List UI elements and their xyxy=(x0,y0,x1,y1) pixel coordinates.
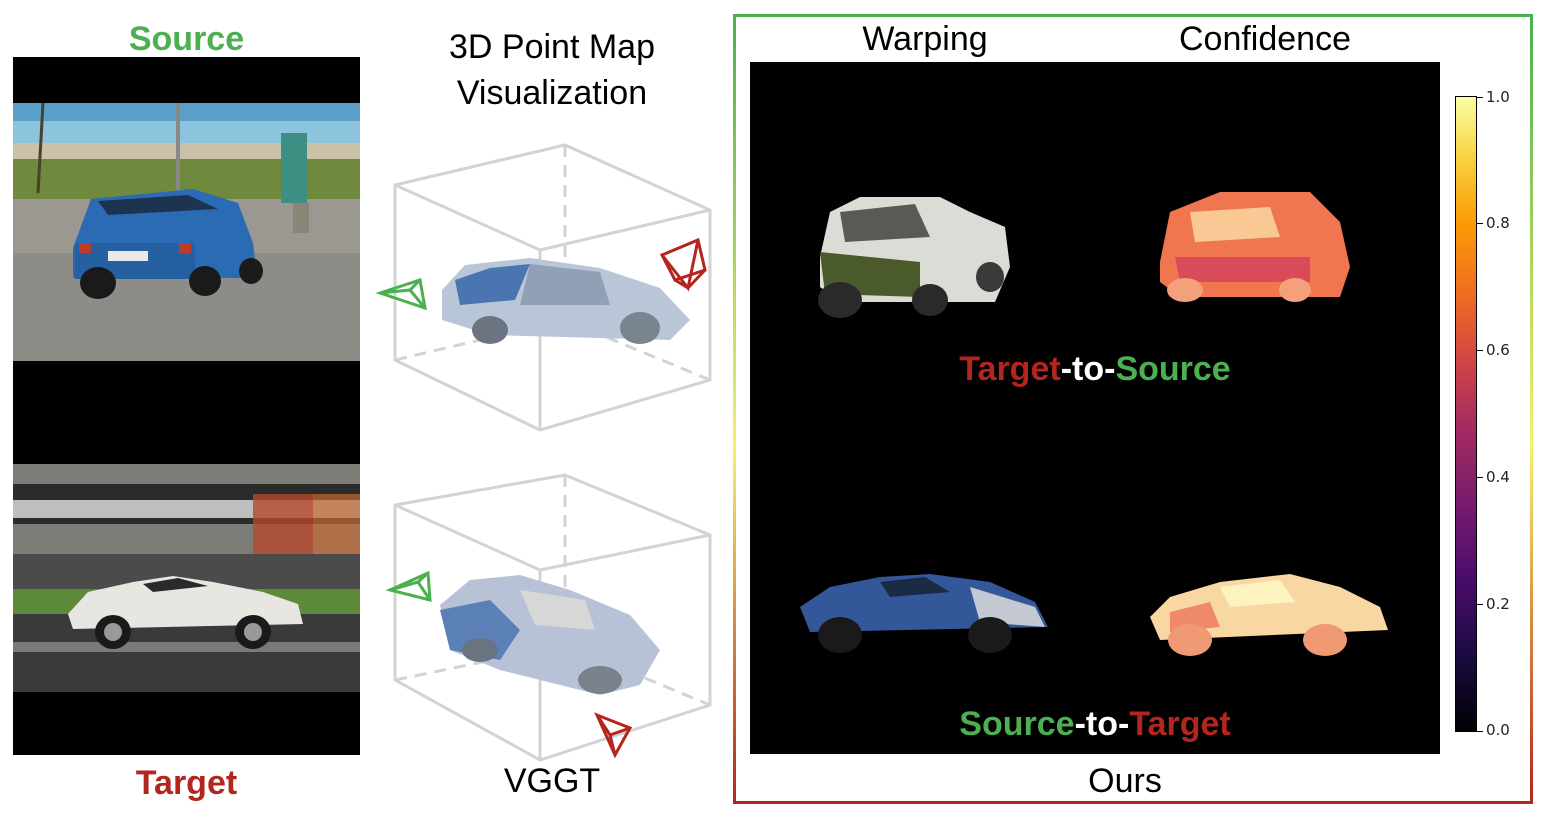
t2s-warped-image xyxy=(818,197,1010,318)
s2t-caption-source: Source xyxy=(959,705,1075,743)
t2s-caption-to: -to- xyxy=(1060,350,1116,388)
source-label: Source xyxy=(128,20,245,58)
top-point-cloud xyxy=(442,258,690,344)
bottom-point-cloud xyxy=(440,575,660,695)
s2t-caption-target: Target xyxy=(1129,705,1231,743)
ours-results-panel xyxy=(750,62,1440,754)
colorbar-tick-0-8: 0.8 xyxy=(1486,214,1510,232)
colorbar-tick-0-4: 0.4 xyxy=(1486,468,1510,486)
colorbar-tick-0-2: 0.2 xyxy=(1486,595,1510,613)
t2s-caption-target: Target xyxy=(959,350,1061,388)
top-target-camera-icon xyxy=(659,237,707,292)
confidence-header: Confidence xyxy=(1178,20,1351,58)
t2s-caption-source: Source xyxy=(1115,350,1231,388)
t2s-confidence-map xyxy=(1160,192,1350,302)
colorbar-tick-0-6: 0.6 xyxy=(1486,341,1510,359)
confidence-colorbar xyxy=(1455,96,1477,732)
input-image-panel xyxy=(13,57,360,755)
warping-header: Warping xyxy=(862,20,988,58)
t2s-caption: Target-to-Source xyxy=(750,350,1440,389)
s2t-warped-image xyxy=(800,574,1048,653)
colorbar-tick-1-0: 1.0 xyxy=(1486,88,1510,106)
target-label: Target xyxy=(135,764,238,802)
s2t-caption-to: -to- xyxy=(1074,705,1130,743)
s2t-confidence-map xyxy=(1150,574,1388,656)
bottom-target-camera-icon xyxy=(594,712,633,759)
top-source-camera-icon xyxy=(375,278,427,311)
colorbar-tick-0-0: 0.0 xyxy=(1486,721,1510,739)
ours-label: Ours xyxy=(1088,762,1162,800)
pointmap-title-line1: 3D Point Map xyxy=(449,28,655,66)
bottom-source-camera-icon xyxy=(385,570,432,602)
vggt-label: VGGT xyxy=(503,762,601,800)
s2t-caption: Source-to-Target xyxy=(750,705,1440,744)
pointmap-title-line2: Visualization xyxy=(456,74,648,112)
source-image xyxy=(13,103,360,361)
pointmap-visualizations xyxy=(375,143,712,762)
target-image xyxy=(13,464,360,692)
